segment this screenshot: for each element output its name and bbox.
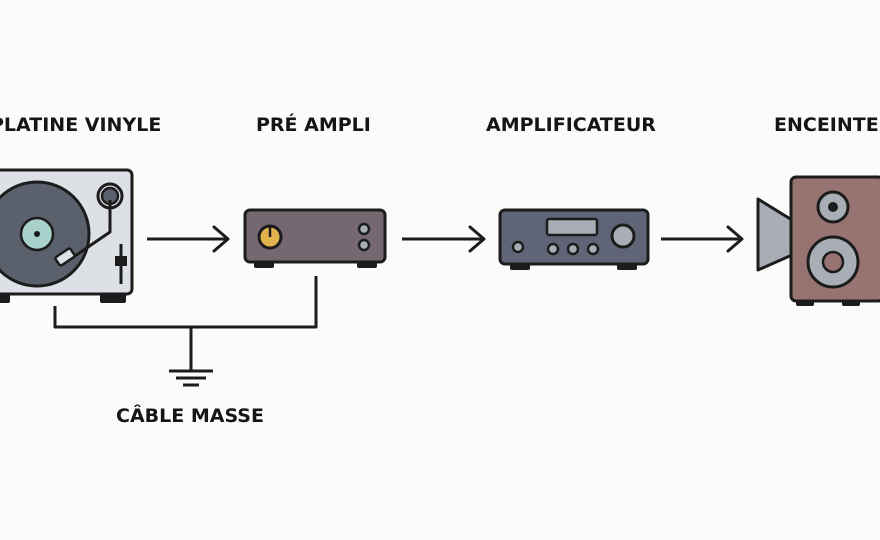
amplifier-label: AMPLIFICATEUR xyxy=(486,114,656,136)
ground-cable xyxy=(53,276,318,371)
turntable-label: PLATINE VINYLE xyxy=(0,114,162,136)
speaker-icon xyxy=(756,175,880,306)
arrow-amplifier-to-speaker xyxy=(661,225,744,253)
preamp-label: PRÉ AMPLI xyxy=(256,114,371,136)
ground-symbol-icon xyxy=(169,369,213,387)
arrow-turntable-to-preamp xyxy=(147,225,230,253)
ground-cable-label: CÂBLE MASSE xyxy=(116,405,264,427)
preamp-icon xyxy=(243,208,387,268)
speaker-label: ENCEINTES xyxy=(774,114,880,136)
amplifier-icon xyxy=(498,208,650,270)
arrow-preamp-to-amplifier xyxy=(402,225,486,253)
turntable-icon xyxy=(0,168,134,303)
